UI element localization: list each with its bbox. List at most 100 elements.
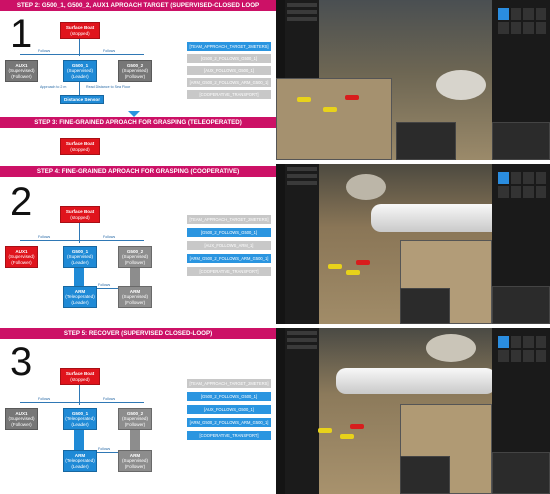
connector xyxy=(97,288,118,289)
box-mode: (Supervised) xyxy=(121,416,149,422)
joystick-panel[interactable] xyxy=(400,456,450,494)
g500-1-box: G500_1 (Supervised) (Leader) xyxy=(63,60,97,82)
step-number: 1 xyxy=(10,12,33,56)
joystick-panel[interactable] xyxy=(492,122,550,160)
command-button[interactable]: [COOPERATIVE_TRANSPORT] xyxy=(187,90,271,99)
box-mode: (Supervised) xyxy=(121,68,149,74)
box-title: ARM xyxy=(129,452,141,458)
arm-connector xyxy=(130,268,140,286)
rock xyxy=(346,174,386,200)
box-sub: (stopped) xyxy=(70,376,90,382)
box-role: (Follower) xyxy=(124,299,146,305)
command-button[interactable]: [COOPERATIVE_TRANSPORT] xyxy=(187,431,271,440)
command-button[interactable]: [G500_2_FOLLOWS_G500_1] xyxy=(187,54,271,63)
rov-red xyxy=(356,260,370,265)
step-header: STEP 3: FINE-GRAINED APROACH FOR GRASPIN… xyxy=(0,117,276,128)
g500-2-box: G500_2 (Supervised) (Follower) xyxy=(118,246,152,268)
side-menu xyxy=(285,164,319,324)
box-sub: (stopped) xyxy=(70,214,90,220)
box-role: (Leader) xyxy=(71,421,89,427)
follows-label: Follows xyxy=(98,447,111,451)
rov-yellow xyxy=(346,270,360,275)
box-title: G500_2 xyxy=(126,410,144,416)
simulation-view[interactable] xyxy=(276,164,550,324)
arm-1-box: ARM (Teleoperated) (Leader) xyxy=(63,450,97,472)
box-mode: (Supervised) xyxy=(8,68,35,74)
box-mode: (Supervised) xyxy=(121,254,149,260)
arrow-down-icon xyxy=(128,111,140,117)
arm-2-box: ARM (Supervised) (Follower) xyxy=(118,286,152,308)
connector xyxy=(20,240,144,241)
command-button[interactable]: [AUX_FOLLOWS_G500_1] xyxy=(187,66,271,75)
command-button[interactable]: [ARM_G500_2_FOLLOWS_ARM_G500_1] xyxy=(187,78,271,87)
command-button[interactable]: [AUX_FOLLOWS_ARM_1] xyxy=(187,241,271,250)
surface-boat: Surface Boat (stopped) xyxy=(60,206,100,223)
simulation-view[interactable] xyxy=(276,328,550,494)
box-title: Surface Boat xyxy=(65,25,95,31)
command-button[interactable]: [ARM_G500_2_FOLLOWS_ARM_G500_1] xyxy=(187,418,271,427)
box-title: ARM xyxy=(74,452,86,458)
follows-label: Follows xyxy=(38,397,51,401)
box-role: (Follower) xyxy=(124,259,146,265)
arm-2-box: ARM (Supervised) (Follower) xyxy=(118,450,152,472)
rov-yellow xyxy=(328,264,342,269)
box-role: (Follower) xyxy=(124,421,146,427)
box-mode: (Teleoperated) xyxy=(65,294,95,300)
command-button[interactable]: [G500_2_FOLLOWS_G500_1] xyxy=(187,228,271,237)
joystick-panel[interactable] xyxy=(400,288,450,324)
robot-grid xyxy=(498,8,546,34)
joystick-panel[interactable] xyxy=(396,122,456,160)
box-title: AUX1 xyxy=(15,248,28,254)
robot-grid xyxy=(498,336,546,362)
g500-1-box: G500_1 (Teleoperated) (Leader) xyxy=(63,408,97,430)
joystick-panel[interactable] xyxy=(492,286,550,324)
command-button[interactable]: [G500_2_FOLLOWS_G500_1] xyxy=(187,392,271,401)
box-title: ARM xyxy=(74,288,86,294)
rov-red xyxy=(345,95,359,100)
box-mode: (Supervised) xyxy=(8,416,35,422)
command-button[interactable]: [TEAM_APPROACH_TARGET_2METERS] xyxy=(187,215,271,224)
toolbar xyxy=(276,328,285,494)
box-title: ARM xyxy=(129,288,141,294)
joystick-panel[interactable] xyxy=(492,452,550,494)
read-distance-label: Read Distance to Sea Floor xyxy=(86,85,131,89)
box-title: G500_2 xyxy=(126,248,144,254)
connector xyxy=(79,385,80,405)
simulation-view[interactable] xyxy=(276,0,550,160)
command-button[interactable]: [AUX_FOLLOWS_G500_1] xyxy=(187,405,271,414)
approach-label: Approach to 2 m xyxy=(40,85,67,89)
command-button[interactable]: [TEAM_APPROACH_TARGET_2METERS] xyxy=(187,42,271,51)
pipe xyxy=(371,204,511,232)
box-mode: (Supervised) xyxy=(66,68,94,74)
step-header: STEP 2: G500_1, G500_2, AUX1 APROACH TAR… xyxy=(0,0,276,11)
box-sub: (stopped) xyxy=(70,30,90,36)
g500-2-box: G500_2 (Supervised) (Follower) xyxy=(118,60,152,82)
box-mode: (Teleoperated) xyxy=(65,458,95,464)
connector xyxy=(97,452,118,453)
command-button[interactable]: [TEAM_APPROACH_TARGET_2METERS] xyxy=(187,379,271,388)
connector xyxy=(20,402,144,403)
arm-connector xyxy=(74,268,84,286)
command-button[interactable]: [ARM_G500_2_FOLLOWS_ARM_G500_1] xyxy=(187,254,271,263)
surface-boat: Surface Boat (stopped) xyxy=(60,22,100,39)
box-sub: (stopped) xyxy=(70,146,90,152)
rock xyxy=(436,70,486,100)
command-button[interactable]: [COOPERATIVE_TRANSPORT] xyxy=(187,267,271,276)
robot-grid xyxy=(498,172,546,198)
box-title: G500_1 xyxy=(71,410,89,416)
camera-inset[interactable] xyxy=(276,78,392,160)
box-title: Surface Boat xyxy=(65,209,95,215)
box-title: Surface Boat xyxy=(65,371,95,377)
box-role: (Follower) xyxy=(124,463,146,469)
toolbar xyxy=(276,164,285,324)
surface-boat: Surface Boat (stopped) xyxy=(60,138,100,155)
arm-connector xyxy=(130,430,140,450)
connector xyxy=(79,223,80,243)
pipe xyxy=(336,368,496,394)
connector xyxy=(79,82,80,95)
box-role: (Leader) xyxy=(71,259,89,265)
rov-red xyxy=(350,424,364,429)
rock xyxy=(426,334,476,362)
step-header: STEP 5: RECOVER (SUPERVISED CLOSED-LOOP) xyxy=(0,328,276,339)
step-number: 3 xyxy=(10,340,33,384)
